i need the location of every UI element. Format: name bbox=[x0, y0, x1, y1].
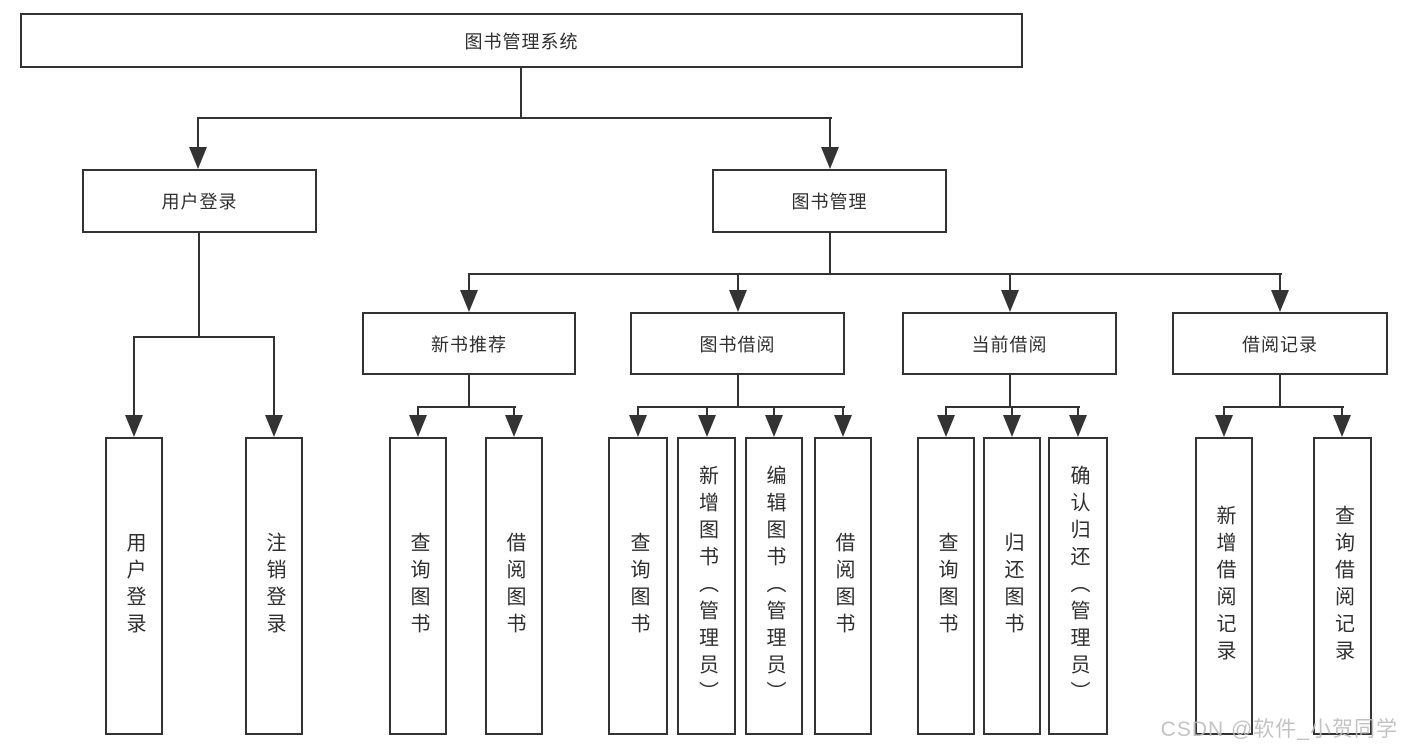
connector-line bbox=[1077, 406, 1079, 417]
connector-line bbox=[945, 406, 947, 417]
connector-line bbox=[417, 406, 419, 417]
connector-line bbox=[829, 117, 831, 148]
connector-line bbox=[273, 336, 275, 416]
node-library-system: 图书管理系统 bbox=[20, 13, 1023, 68]
connector-line bbox=[737, 375, 739, 408]
node-user-login: 用户登录 bbox=[82, 169, 317, 233]
node-query-books-current: 查询图书 bbox=[917, 437, 975, 735]
arrow-down-icon bbox=[265, 415, 283, 437]
node-book-borrow: 图书借阅 bbox=[630, 312, 845, 375]
node-borrow-books-leaf: 借阅图书 bbox=[814, 437, 872, 735]
connector-line bbox=[1009, 375, 1011, 408]
node-new-book-recommend: 新书推荐 bbox=[362, 312, 576, 375]
connector-line bbox=[1341, 406, 1343, 417]
node-current-borrow: 当前借阅 bbox=[902, 312, 1117, 375]
node-query-books-borrow: 查询图书 bbox=[608, 437, 668, 735]
connector-line bbox=[417, 406, 516, 408]
arrow-down-icon bbox=[189, 147, 207, 169]
arrow-down-icon bbox=[937, 415, 955, 437]
connector-line bbox=[1011, 406, 1013, 417]
node-borrow-books-recommend: 借阅图书 bbox=[485, 437, 543, 735]
arrow-down-icon bbox=[1271, 290, 1289, 312]
connector-line bbox=[1009, 273, 1011, 292]
connector-line bbox=[706, 406, 708, 417]
connector-line bbox=[520, 68, 522, 118]
connector-line bbox=[197, 117, 199, 148]
node-add-borrow-record: 新增借阅记录 bbox=[1195, 437, 1253, 735]
connector-line bbox=[197, 117, 832, 119]
connector-line bbox=[637, 406, 845, 408]
connector-line bbox=[1279, 375, 1281, 408]
arrow-down-icon bbox=[834, 415, 852, 437]
connector-line bbox=[1223, 406, 1225, 417]
node-edit-book-admin: 编辑图书（管理员） bbox=[745, 437, 803, 735]
arrow-down-icon bbox=[1001, 290, 1019, 312]
node-logout: 注销登录 bbox=[245, 437, 303, 735]
csdn-watermark: CSDN @软件_小贺同学 bbox=[1160, 718, 1398, 741]
connector-line bbox=[842, 406, 844, 417]
node-add-book-admin: 新增图书（管理员） bbox=[677, 437, 736, 735]
arrow-down-icon bbox=[409, 415, 427, 437]
node-user-login-leaf: 用户登录 bbox=[105, 437, 163, 735]
connector-line bbox=[468, 375, 470, 408]
node-borrow-records: 借阅记录 bbox=[1172, 312, 1388, 375]
arrow-down-icon bbox=[125, 415, 143, 437]
connector-line bbox=[513, 406, 515, 417]
node-query-borrow-record: 查询借阅记录 bbox=[1313, 437, 1372, 735]
connector-line bbox=[198, 233, 200, 338]
connector-line bbox=[829, 233, 831, 275]
node-query-books-recommend: 查询图书 bbox=[389, 437, 447, 735]
arrow-down-icon bbox=[1003, 415, 1021, 437]
node-confirm-return-admin: 确认归还（管理员） bbox=[1048, 437, 1108, 735]
connector-line bbox=[1223, 406, 1344, 408]
arrow-down-icon bbox=[629, 415, 647, 437]
connector-line bbox=[468, 273, 470, 292]
arrow-down-icon bbox=[1069, 415, 1087, 437]
connector-line bbox=[1279, 273, 1281, 292]
arrow-down-icon bbox=[1333, 415, 1351, 437]
arrow-down-icon bbox=[765, 415, 783, 437]
connector-line bbox=[637, 406, 639, 417]
node-book-management: 图书管理 bbox=[712, 169, 947, 233]
arrow-down-icon bbox=[698, 415, 716, 437]
connector-line bbox=[773, 406, 775, 417]
connector-line bbox=[468, 273, 1282, 275]
connector-line bbox=[133, 336, 275, 338]
arrow-down-icon bbox=[460, 290, 478, 312]
arrow-down-icon bbox=[821, 147, 839, 169]
arrow-down-icon bbox=[1215, 415, 1233, 437]
arrow-down-icon bbox=[729, 290, 747, 312]
connector-line bbox=[133, 336, 135, 416]
connector-line bbox=[737, 273, 739, 292]
node-return-book: 归还图书 bbox=[983, 437, 1041, 735]
arrow-down-icon bbox=[505, 415, 523, 437]
